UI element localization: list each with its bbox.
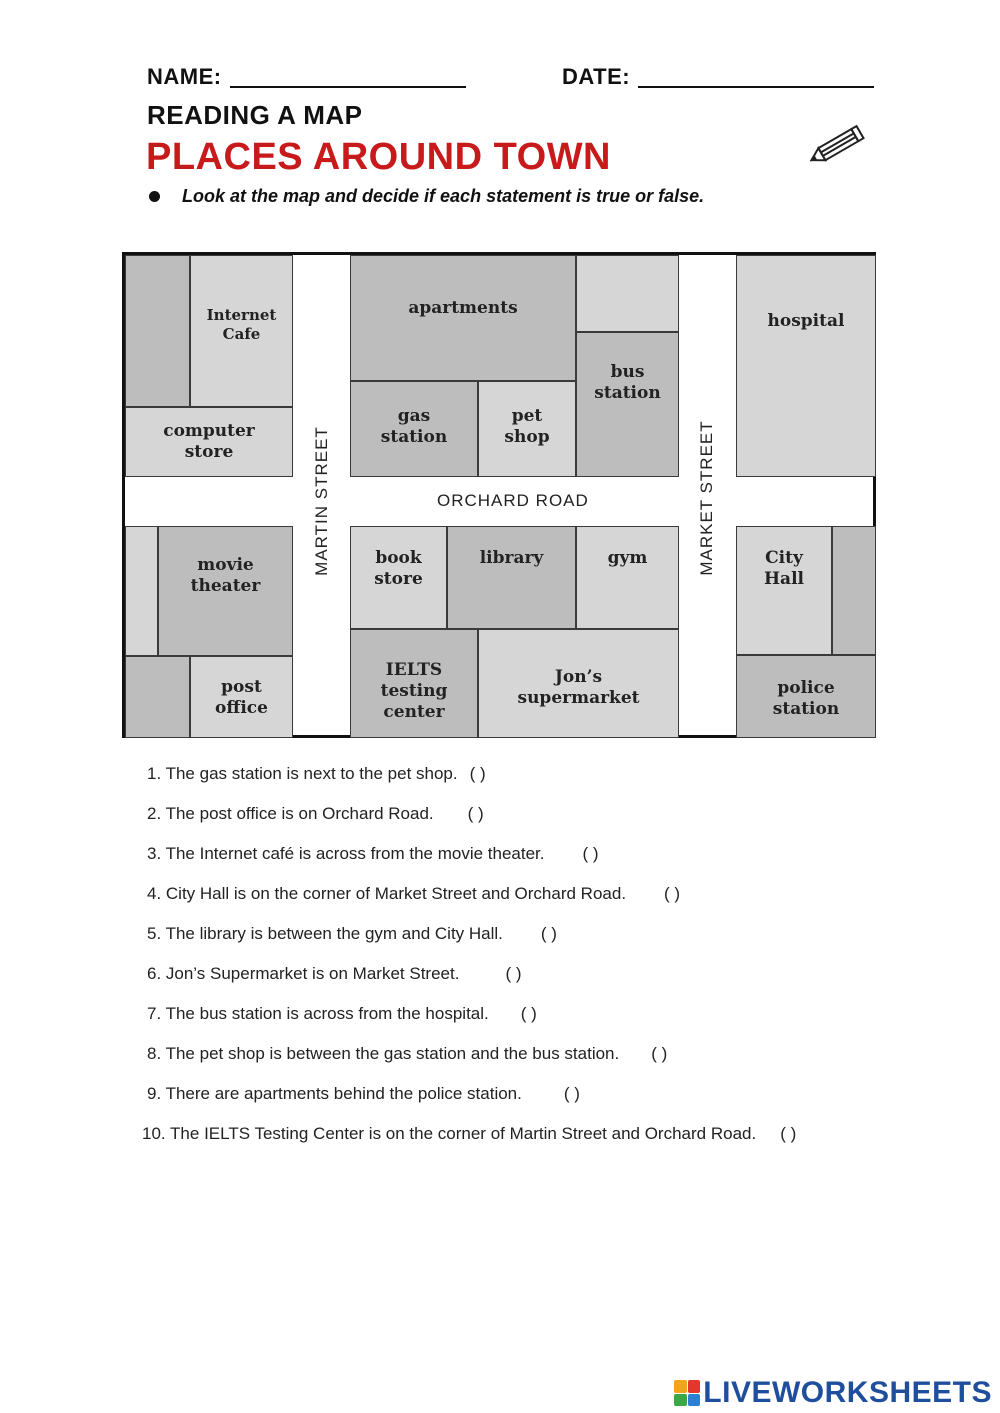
ielts-block: IELTS testing center: [350, 629, 478, 738]
answer-box[interactable]: ( ): [467, 804, 484, 823]
unlabeled-block: [125, 526, 158, 656]
answer-box[interactable]: ( ): [505, 964, 522, 983]
computer-store-label: computer store: [163, 421, 255, 462]
answer-box[interactable]: ( ): [540, 924, 557, 943]
book-store-block: book store: [350, 526, 447, 629]
question-3: 3. The Internet café is across from the …: [147, 844, 599, 863]
ielts-label: IELTS testing center: [380, 660, 448, 722]
unlabeled-block: [125, 255, 190, 407]
liveworksheets-brand[interactable]: LIVEWORKSHEETS: [674, 1376, 992, 1409]
brand-text: LIVEWORKSHEETS: [703, 1376, 992, 1409]
name-blank-line[interactable]: [230, 68, 466, 88]
subtitle: READING A MAP: [147, 100, 363, 130]
post-office-label: post office: [215, 677, 268, 718]
pencil-icon: [809, 124, 865, 162]
gym-block: gym: [576, 526, 679, 629]
gym-label: gym: [607, 548, 648, 568]
gas-station-label: gas station: [380, 406, 448, 447]
library-label: library: [479, 548, 544, 568]
question-4: 4. City Hall is on the corner of Market …: [147, 884, 681, 903]
movie-theater-block: movie theater: [158, 526, 293, 656]
city-hall-label: City Hall: [764, 548, 804, 589]
answer-box[interactable]: ( ): [469, 764, 486, 783]
unlabeled-block: [576, 255, 679, 332]
unlabeled-block: [832, 526, 876, 655]
pet-shop-label: pet shop: [504, 406, 550, 447]
name-label: NAME:: [147, 64, 222, 89]
internet-cafe-block: Internet Cafe: [190, 255, 293, 407]
movie-theater-label: movie theater: [190, 555, 261, 596]
answer-box[interactable]: ( ): [582, 844, 599, 863]
question-2: 2. The post office is on Orchard Road.( …: [147, 804, 484, 823]
hospital-block: hospital: [736, 255, 876, 477]
hospital-label: hospital: [767, 311, 845, 331]
page-title: PLACES AROUND TOWN: [146, 136, 611, 178]
question-6: 6. Jon’s Supermarket is on Market Street…: [147, 964, 522, 983]
question-5: 5. The library is between the gym and Ci…: [147, 924, 557, 943]
question-7: 7. The bus station is across from the ho…: [147, 1004, 537, 1023]
answer-box[interactable]: ( ): [651, 1044, 668, 1063]
gas-station-block: gas station: [350, 381, 478, 477]
police-station-label: police station: [772, 678, 840, 719]
library-block: library: [447, 526, 576, 629]
liveworksheets-logo-icon: [674, 1380, 701, 1406]
orchard-road-label: ORCHARD ROAD: [437, 491, 589, 510]
answer-box[interactable]: ( ): [520, 1004, 537, 1023]
answer-box[interactable]: ( ): [563, 1084, 580, 1103]
date-blank-line[interactable]: [638, 68, 874, 88]
apartments-block: apartments: [350, 255, 576, 381]
instruction-bullet: [149, 191, 160, 202]
book-store-label: book store: [374, 548, 423, 589]
bus-station-block: bus station: [576, 332, 679, 477]
computer-store-block: computer store: [125, 407, 293, 477]
martin-street-label: MARTIN STREET: [312, 426, 331, 576]
internet-cafe-label: Internet Cafe: [206, 306, 277, 343]
city-hall-block: City Hall: [736, 526, 832, 655]
pet-shop-block: pet shop: [478, 381, 576, 477]
supermarket-label: Jon’s supermarket: [517, 667, 640, 708]
question-10: 10. The IELTS Testing Center is on the c…: [142, 1124, 797, 1143]
police-station-block: police station: [736, 655, 876, 738]
post-office-block: post office: [190, 656, 293, 738]
answer-box[interactable]: ( ): [780, 1124, 797, 1143]
supermarket-block: Jon’s supermarket: [478, 629, 679, 738]
apartments-label: apartments: [408, 298, 518, 318]
town-map: Internet Cafe computer store apartments …: [122, 252, 876, 738]
date-label: DATE:: [562, 64, 631, 89]
unlabeled-block: [125, 656, 190, 738]
question-8: 8. The pet shop is between the gas stati…: [147, 1044, 668, 1063]
market-street-label: MARKET STREET: [697, 420, 716, 576]
question-1: 1. The gas station is next to the pet sh…: [147, 764, 486, 783]
instruction-text: Look at the map and decide if each state…: [182, 186, 705, 206]
question-9: 9. There are apartments behind the polic…: [147, 1084, 580, 1103]
bus-station-label: bus station: [594, 362, 661, 403]
answer-box[interactable]: ( ): [664, 884, 681, 903]
